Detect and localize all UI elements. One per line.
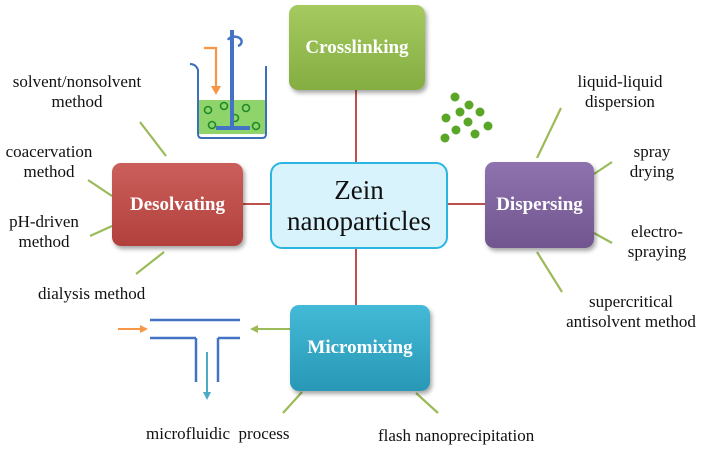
desolvating-node: Desolvating [112, 163, 243, 246]
leader-supercritical [536, 251, 563, 293]
desolvating-label: Desolvating [130, 193, 225, 215]
label-dialysis-method: dialysis method [38, 284, 146, 303]
leader-flash [415, 392, 439, 414]
micromixing-label: Micromixing [307, 337, 413, 358]
center-title-line2: nanoparticles [287, 205, 431, 236]
center-title-line1: Zein [334, 174, 384, 205]
leader-liquid [536, 107, 562, 159]
crosslinking-node: Crosslinking [289, 5, 425, 90]
leader-solvent [139, 121, 167, 157]
micromixing-node: Micromixing [290, 305, 430, 391]
beaker-glass [189, 63, 267, 139]
label-electro-spraying: electro- spraying [627, 222, 687, 261]
label-ph-driven-method: pH-driven method [9, 212, 79, 251]
leader-lines [87, 107, 613, 414]
dispersing-label: Dispersing [496, 194, 583, 215]
crosslinking-label: Crosslinking [305, 36, 409, 58]
label-solvent-nonsolvent-method: solvent/nonsolvent method [12, 72, 142, 111]
beaker-illustration [189, 30, 267, 139]
dispersing-node: Dispersing [485, 162, 594, 248]
leader-spray [593, 161, 613, 175]
connectors [243, 90, 485, 305]
leader-electro [593, 232, 613, 244]
label-spray-drying: spray drying [629, 142, 675, 181]
nanoparticle-dots-illustration [440, 92, 493, 143]
leader-ph [89, 224, 113, 238]
leader-microfluidic [282, 391, 303, 414]
label-supercritical-antisolvent-method: supercritical antisolvent method [566, 292, 696, 331]
feed-arrow [204, 46, 218, 88]
microfluidic-illustration [118, 318, 290, 400]
stirrer-rotation-icon [226, 35, 243, 48]
leader-coacervation [87, 179, 113, 197]
label-microfluidic-process: microfluidic process [146, 424, 290, 443]
label-liquid-liquid-dispersion: liquid-liquid dispersion [577, 72, 663, 111]
label-coacervation-method: coacervation method [5, 142, 93, 181]
label-flash-nanoprecipitation: flash nanoprecipitation [378, 426, 535, 445]
center-node-zein-nanoparticles: Zein nanoparticles [270, 162, 448, 249]
leader-dialysis [135, 251, 165, 275]
